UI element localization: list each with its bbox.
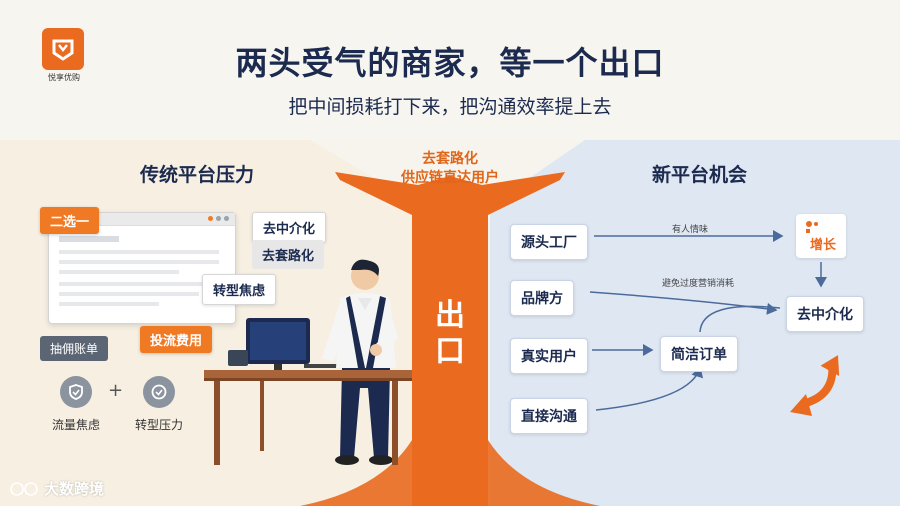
page-title: 两头受气的商家，等一个出口 bbox=[235, 44, 665, 82]
check-badge-icon bbox=[143, 376, 175, 408]
node-brand: 品牌方 bbox=[510, 280, 574, 316]
edge-label-human-touch: 有人情味 bbox=[672, 225, 709, 235]
node-real-users: 真实用户 bbox=[510, 338, 588, 374]
watermark-text: 大数跨境 bbox=[44, 480, 105, 498]
growth-icon bbox=[806, 221, 818, 233]
plus-sign: + bbox=[108, 380, 124, 401]
logo-mark-icon bbox=[52, 39, 74, 61]
left-section-title: 传统平台压力 bbox=[140, 164, 255, 186]
exit-label: 出口 bbox=[435, 298, 465, 369]
watermark-logo-icon bbox=[10, 481, 38, 496]
right-section-title: 新平台机会 bbox=[652, 164, 748, 186]
node-decentral: 去中介化 bbox=[786, 296, 864, 332]
edge-label-avoid-marketing: 避免过度营销消耗 bbox=[662, 279, 735, 289]
growth-label: 增长 bbox=[810, 238, 837, 253]
tag-choice: 二选一 bbox=[40, 207, 100, 234]
tag-traffic-fee: 投流费用 bbox=[140, 326, 213, 353]
brand-logo bbox=[42, 28, 84, 70]
page-subtitle: 把中间损耗打下来，把沟通效率提上去 bbox=[288, 96, 612, 118]
tag-decentral: 去中介化 bbox=[252, 212, 327, 243]
node-simple-order: 简洁订单 bbox=[660, 336, 738, 372]
icon-label-transform-pressure: 转型压力 bbox=[134, 418, 183, 432]
center-line-1: 去套路化 bbox=[422, 151, 478, 167]
node-growth: 增长 bbox=[796, 214, 846, 258]
window-content-lines bbox=[59, 236, 219, 306]
watermark: 大数跨境 bbox=[10, 478, 104, 499]
center-line-2: 供应链直达用户 bbox=[401, 170, 499, 186]
node-direct-communication: 直接沟通 bbox=[510, 398, 588, 434]
tag-deroute: 去套路化 bbox=[252, 240, 325, 269]
node-source-factory: 源头工厂 bbox=[510, 224, 588, 260]
tag-transform-anxiety: 转型焦虑 bbox=[202, 274, 277, 305]
icon-label-traffic-anxiety: 流量焦虑 bbox=[51, 418, 100, 432]
shield-icon bbox=[60, 376, 92, 408]
merchant-at-desk-illustration bbox=[204, 259, 412, 465]
tag-commission-bill: 抽佣账单 bbox=[40, 336, 109, 361]
logo-text: 悦享优购 bbox=[48, 73, 80, 82]
